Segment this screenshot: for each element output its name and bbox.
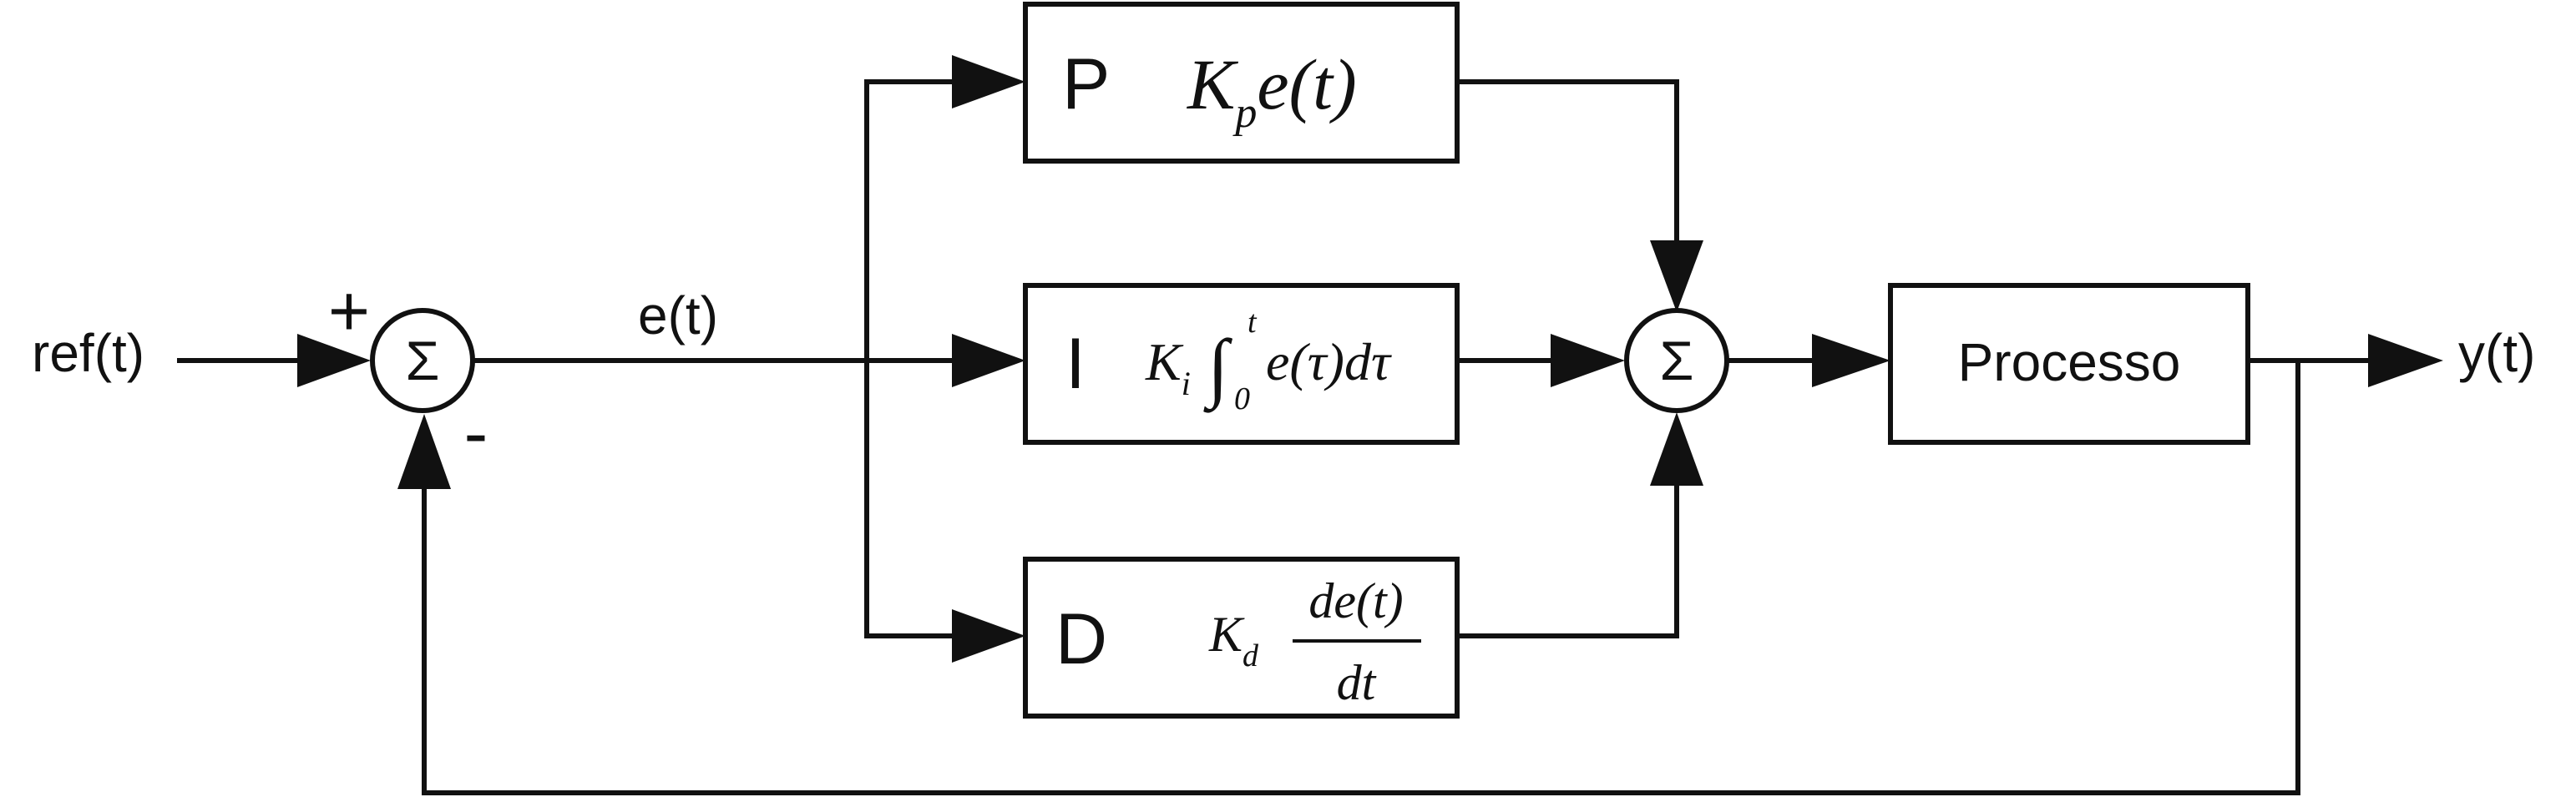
- p-block-formula: Kpe(t): [1186, 44, 1357, 137]
- p-arrowhead: [952, 55, 1025, 108]
- error-summing-junction: Σ: [370, 308, 475, 413]
- i-block-integrand: e(τ)dτ: [1266, 332, 1392, 391]
- feedback-wire: [422, 358, 2300, 795]
- feedback-arrowhead: [397, 414, 451, 489]
- d-sum-arrowhead: [1650, 412, 1703, 486]
- d-block: D Kd de(t) dt: [1023, 557, 1460, 719]
- sigma-symbol: Σ: [406, 330, 440, 391]
- minus-sign: -: [464, 393, 488, 473]
- i-block: I Ki ∫ t 0 e(τ)dτ: [1023, 283, 1460, 445]
- input-arrowhead: [297, 334, 371, 387]
- i-block-letter: I: [1065, 324, 1086, 404]
- p-sum-arrowhead: [1650, 240, 1703, 312]
- process-label: Processo: [1958, 332, 2181, 392]
- p-block: P Kpe(t): [1023, 2, 1460, 164]
- i-block-gain: Ki: [1145, 332, 1191, 402]
- integral-sign: ∫: [1203, 324, 1232, 413]
- process-arrowhead: [1812, 334, 1890, 387]
- output-arrowhead: [2368, 334, 2443, 387]
- i-sum-arrowhead: [1551, 334, 1625, 387]
- d-to-summer-wire: [1455, 480, 1679, 638]
- input-label: ref(t): [32, 323, 144, 383]
- d-block-denominator: dt: [1337, 655, 1377, 710]
- wires: [177, 79, 2376, 795]
- plus-sign: +: [328, 271, 370, 351]
- d-block-numerator: de(t): [1308, 573, 1403, 628]
- d-block-gain: Kd: [1208, 607, 1259, 673]
- arrowheads: [297, 55, 2443, 663]
- integral-upper-limit: t: [1248, 305, 1258, 340]
- integral-lower-limit: 0: [1234, 381, 1250, 416]
- process-block: Processo: [1888, 283, 2250, 445]
- p-to-summer-wire: [1455, 79, 1679, 246]
- output-summing-junction: Σ: [1624, 308, 1729, 413]
- i-arrowhead: [952, 334, 1025, 387]
- d-block-letter: D: [1055, 599, 1107, 679]
- error-label: e(t): [638, 285, 718, 346]
- sigma-symbol: Σ: [1660, 330, 1694, 391]
- d-arrowhead: [952, 609, 1025, 663]
- output-label: y(t): [2458, 323, 2535, 383]
- p-block-letter: P: [1062, 44, 1110, 124]
